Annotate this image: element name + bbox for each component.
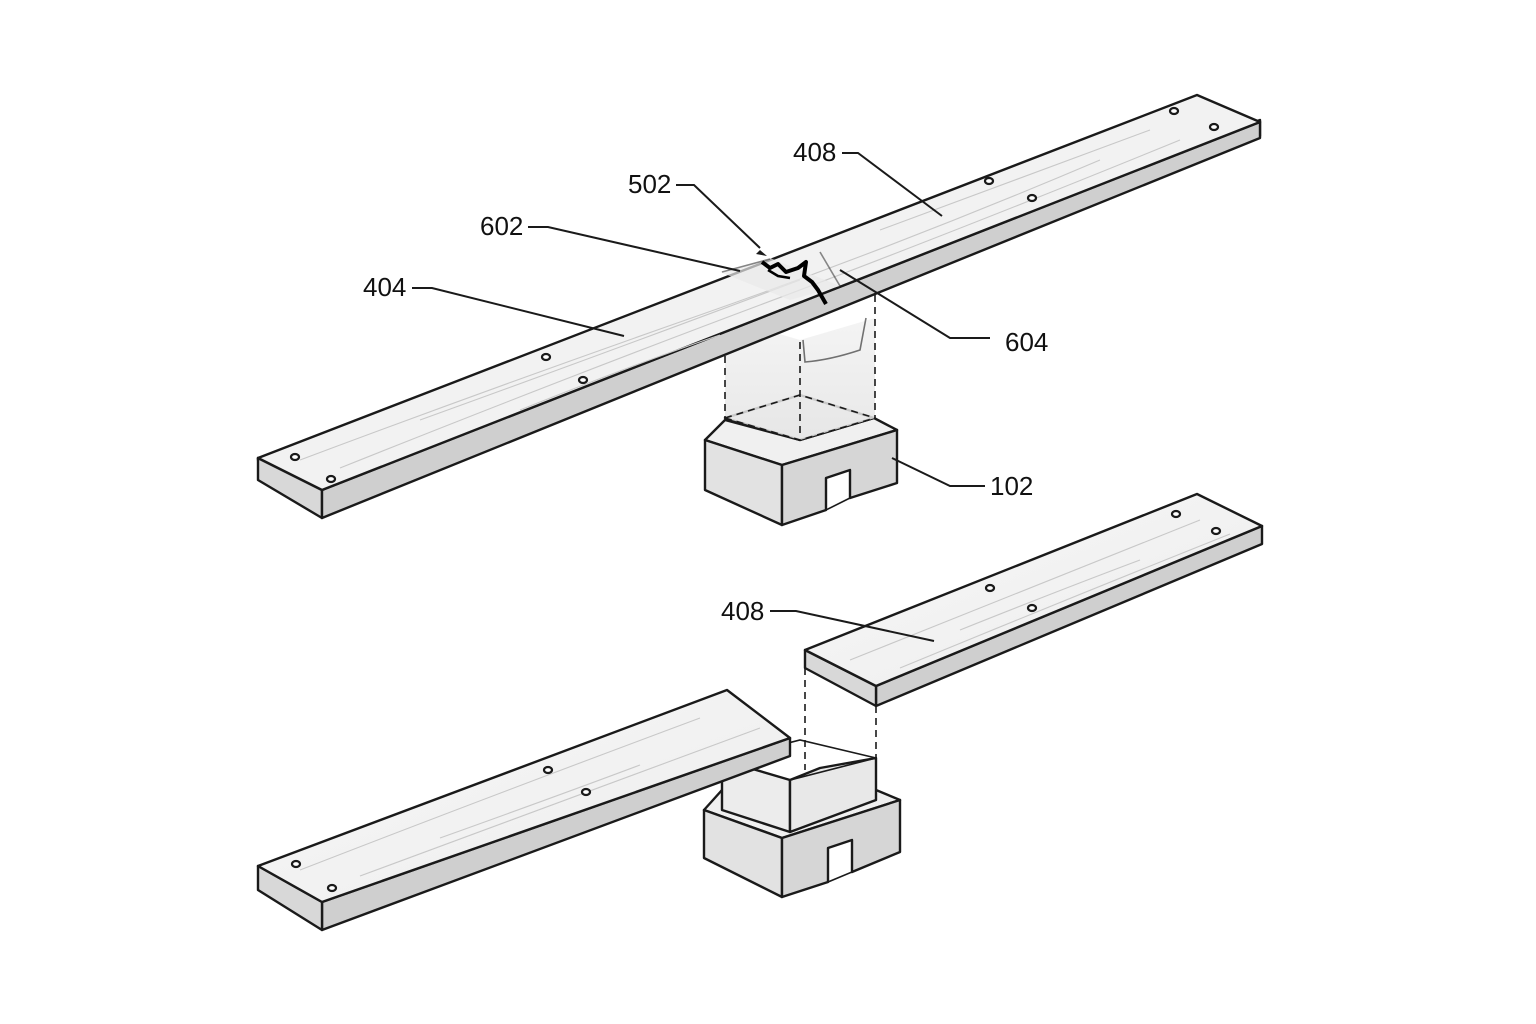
- label-408-upper: 408: [793, 137, 836, 167]
- lower-assembly: 408: [256, 492, 1264, 932]
- label-502: 502: [628, 169, 671, 199]
- lower-board-right: [803, 492, 1264, 708]
- lower-board-left: [256, 688, 792, 932]
- label-602: 602: [480, 211, 523, 241]
- lower-callouts: 408: [721, 596, 935, 642]
- upper-callouts: 408 502 602 404 604 102: [363, 137, 1048, 501]
- upper-board: [256, 93, 1262, 520]
- label-102: 102: [990, 471, 1033, 501]
- label-604: 604: [1005, 327, 1048, 357]
- label-408-lower: 408: [721, 596, 764, 626]
- upper-assembly: 408 502 602 404 604 102: [256, 93, 1262, 527]
- label-404: 404: [363, 272, 406, 302]
